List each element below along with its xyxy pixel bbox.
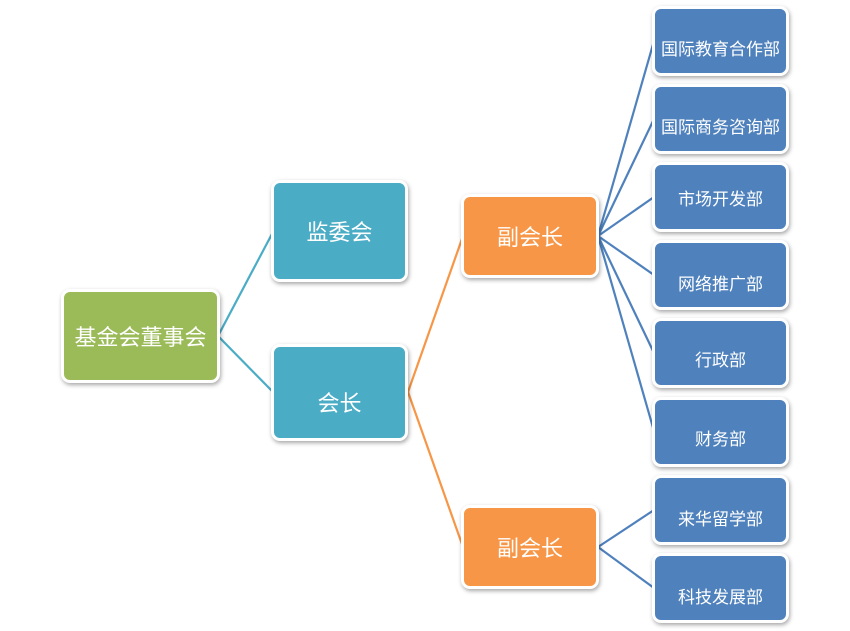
node-label: 来华留学部 <box>678 509 763 530</box>
node-label: 网络推广部 <box>678 274 763 295</box>
node-dept-online-promo: 网络推广部 <box>652 240 789 310</box>
link-president-vp1 <box>406 235 465 393</box>
link-vp1-dept <box>597 235 655 276</box>
node-dept-admin: 行政部 <box>652 318 789 388</box>
node-dept-intl-business: 国际商务咨询部 <box>652 84 789 154</box>
node-dept-tech-dev: 科技发展部 <box>652 553 789 623</box>
link-vp1-dept <box>597 196 655 237</box>
node-label: 副会长 <box>496 537 563 562</box>
node-vice-president-1: 副会长 <box>461 194 599 278</box>
node-dept-study-in-china: 来华留学部 <box>652 475 789 545</box>
node-label: 副会长 <box>496 226 563 251</box>
link-vp1-dept <box>597 235 655 354</box>
node-label: 国际教育合作部 <box>661 39 780 60</box>
link-vp1-dept <box>597 118 655 237</box>
link-vp2-dept <box>597 509 655 548</box>
node-label: 行政部 <box>695 350 746 371</box>
link-root-president <box>217 335 274 393</box>
link-root-supervisory <box>217 231 274 337</box>
node-vice-president-2: 副会长 <box>461 505 599 589</box>
node-label: 会长 <box>317 391 362 417</box>
node-label: 科技发展部 <box>678 587 763 608</box>
link-president-vp2 <box>406 391 465 548</box>
node-dept-intl-education: 国际教育合作部 <box>652 6 789 76</box>
node-label: 国际商务咨询部 <box>661 117 780 138</box>
node-label: 财务部 <box>695 429 746 450</box>
link-vp1-dept <box>596 40 656 237</box>
node-foundation-board: 基金会董事会 <box>61 289 220 383</box>
node-label: 基金会董事会 <box>74 326 207 351</box>
node-president: 会长 <box>271 344 408 441</box>
node-label: 监委会 <box>306 221 373 246</box>
node-label: 市场开发部 <box>678 189 763 210</box>
node-supervisory-committee: 监委会 <box>271 180 408 282</box>
node-dept-market-dev: 市场开发部 <box>652 162 789 232</box>
node-dept-finance: 财务部 <box>652 397 789 467</box>
link-vp1-dept <box>596 235 656 432</box>
link-vp2-dept <box>597 546 655 589</box>
